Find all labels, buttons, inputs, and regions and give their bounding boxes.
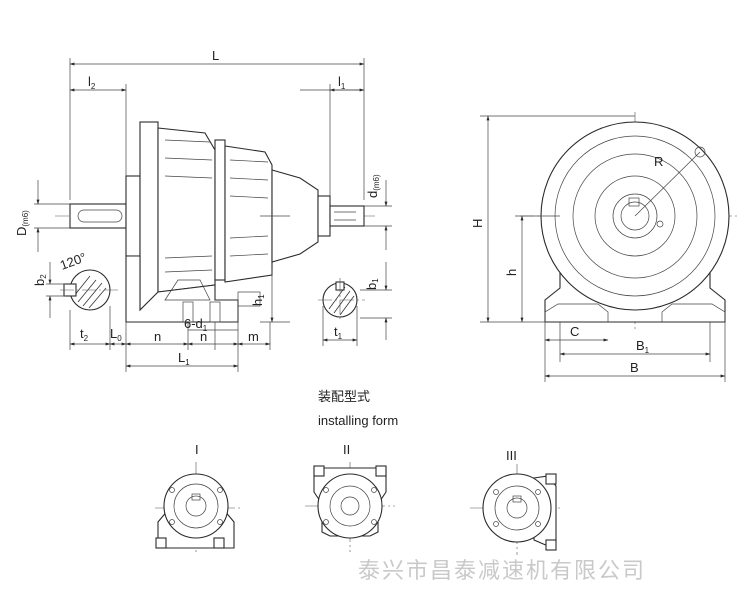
dim-n-left: n — [154, 329, 161, 344]
form-II: II — [305, 442, 395, 552]
dim-B: B — [630, 360, 639, 375]
dim-holes: 6-d1 — [184, 316, 208, 333]
input-shaft — [69, 203, 127, 229]
form-label-II: II — [343, 442, 350, 457]
dim-R: R — [654, 154, 663, 169]
form-I: I — [155, 442, 240, 552]
dim-b2: b2 — [32, 274, 48, 286]
front-view: H h R C B1 B — [470, 112, 740, 382]
dim-l1: l1 — [338, 74, 346, 91]
dim-n-right: n — [200, 329, 207, 344]
dim-d: d(m6) — [365, 174, 381, 198]
dim-h1: h1 — [250, 294, 266, 306]
dim-t2: t2 — [80, 326, 89, 343]
dim-B1: B1 — [636, 338, 650, 355]
dim-D: D(m6) — [14, 210, 30, 236]
dim-m: m — [248, 329, 259, 344]
installing-title-en: installing form — [318, 413, 398, 428]
dim-L: L — [212, 48, 219, 63]
dim-t1: t1 — [334, 324, 343, 341]
key-section-left — [60, 269, 120, 311]
dim-l2: l2 — [88, 74, 96, 91]
watermark-text: 泰兴市昌泰减速机有限公司 — [358, 559, 646, 584]
output-shaft — [329, 205, 365, 227]
dim-b1: b1 — [364, 278, 380, 290]
form-label-I: I — [195, 442, 199, 457]
dim-H: H — [470, 219, 485, 228]
form-III: III — [470, 448, 560, 555]
side-view: L l2 l1 D(m6) d(m6) b2 120° t2 L0 n 6-d1… — [14, 48, 392, 372]
side-dimensions — [34, 58, 392, 372]
dim-angle: 120° — [58, 250, 88, 273]
flange-housing — [125, 121, 331, 311]
dim-L1: L1 — [178, 350, 190, 367]
dim-L0: L0 — [110, 326, 122, 343]
dim-C: C — [570, 324, 579, 339]
key-section-right — [318, 278, 365, 322]
installing-forms: 装配型式 installing form I II — [155, 389, 560, 555]
installing-title-cn: 装配型式 — [318, 389, 370, 404]
form-label-III: III — [506, 448, 517, 463]
dim-h: h — [504, 269, 519, 276]
